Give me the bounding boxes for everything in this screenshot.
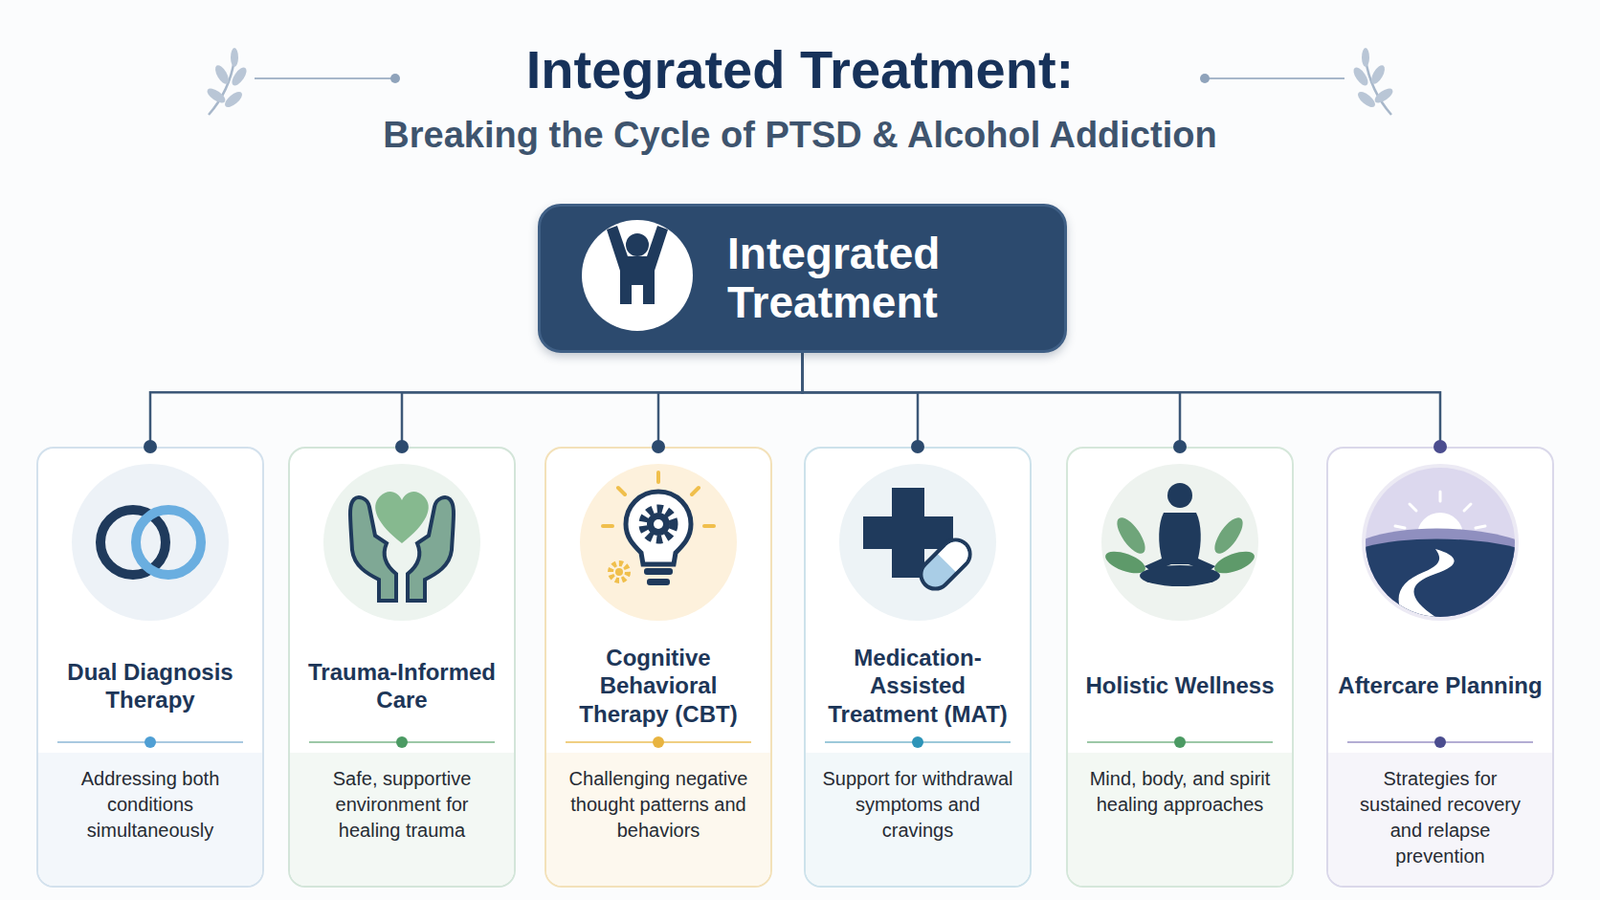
card-heading: Dual Diagnosis Therapy (45, 658, 255, 715)
icon-shape (1361, 47, 1370, 67)
card-heading: Holistic Wellness (1086, 671, 1275, 700)
separator (805, 732, 1030, 754)
connector (802, 353, 919, 447)
separator (1067, 732, 1292, 754)
connector (150, 353, 803, 447)
separator-dot (911, 736, 924, 749)
separator-dot (396, 736, 408, 749)
treatment-card: Aftercare PlanningStrategies for sustain… (1326, 446, 1555, 889)
card-description: Addressing both conditions simultaneousl… (53, 766, 247, 845)
separator (38, 732, 263, 754)
icon-shape (390, 73, 400, 84)
icon-shape (1200, 73, 1210, 84)
card-heading-area: Aftercare Planning (1328, 640, 1553, 733)
card-description: Mind, body, and spirit healing approache… (1083, 766, 1277, 819)
icon-shape (1355, 88, 1378, 111)
card-heading: Cognitive Behavioral Therapy (CBT) (554, 644, 763, 729)
separator (1328, 732, 1553, 754)
card-body: Strategies for sustained recovery and re… (1328, 753, 1553, 887)
connector (658, 353, 803, 447)
icon-space (289, 448, 514, 641)
icon-space (546, 448, 771, 641)
separator (289, 732, 514, 754)
card-heading: Trauma-Informed Care (297, 658, 507, 715)
separator-dot (144, 736, 156, 749)
card-heading-area: Medication-Assisted Treatment (MAT) (805, 640, 1030, 733)
card-body: Safe, supportive environment for healing… (289, 753, 514, 887)
icon-shape (1372, 86, 1396, 107)
treatment-card: Holistic WellnessMind, body, and spirit … (1066, 446, 1294, 889)
card-body: Addressing both conditions simultaneousl… (38, 753, 263, 887)
icon-space (1067, 448, 1292, 641)
connector (802, 353, 1181, 447)
treatment-card: Cognitive Behavioral Therapy (CBT) Challe… (544, 446, 773, 889)
card-heading: Medication-Assisted Treatment (MAT) (813, 644, 1023, 729)
card-body: Mind, body, and spirit healing approache… (1067, 753, 1292, 887)
icon-shape (222, 88, 245, 111)
separator-dot (652, 736, 665, 749)
icon-shape (208, 59, 235, 115)
card-heading-area: Cognitive Behavioral Therapy (CBT) (546, 640, 771, 733)
icon-shape (254, 77, 393, 80)
card-heading-area: Holistic Wellness (1067, 640, 1292, 733)
hub-box: Integrated Treatment (537, 203, 1067, 354)
separator-dot (1434, 736, 1446, 749)
hub-title: Integrated Treatment (727, 206, 1044, 351)
card-heading-area: Dual Diagnosis Therapy (38, 640, 263, 733)
treatment-card: Medication-Assisted Treatment (MAT) Suppo… (803, 446, 1032, 889)
icon-space (38, 448, 263, 641)
card-body: Challenging negative thought patterns an… (546, 753, 771, 887)
icon-space (1328, 448, 1553, 641)
card-description: Support for withdrawal symptoms and crav… (821, 766, 1015, 845)
separator-dot (1174, 736, 1186, 749)
icon-shape (212, 63, 232, 87)
card-heading: Aftercare Planning (1337, 671, 1542, 700)
icon-shape (229, 65, 250, 89)
treatment-card: Dual Diagnosis TherapyAddressing both co… (36, 446, 265, 889)
icon-shape (230, 47, 239, 67)
card-body: Support for withdrawal symptoms and crav… (805, 753, 1030, 887)
treatment-card: Trauma-Informed CareSafe, supportive env… (288, 446, 516, 889)
separator (546, 732, 771, 754)
card-heading-area: Trauma-Informed Care (289, 640, 514, 733)
icon-shape (1207, 77, 1345, 80)
connector (401, 353, 803, 447)
card-description: Safe, supportive environment for healing… (305, 766, 499, 845)
card-description: Challenging negative thought patterns an… (561, 766, 756, 845)
icon-space (805, 448, 1030, 641)
connector (802, 353, 1442, 447)
icon-shape (1351, 65, 1372, 89)
icon-shape (1365, 59, 1392, 115)
title: Integrated Treatment: (0, 38, 1600, 101)
icon-shape (1368, 63, 1388, 87)
icon-shape (204, 86, 228, 107)
subtitle: Breaking the Cycle of PTSD & Alcohol Add… (0, 114, 1600, 156)
card-description: Strategies for sustained recovery and re… (1343, 766, 1537, 871)
